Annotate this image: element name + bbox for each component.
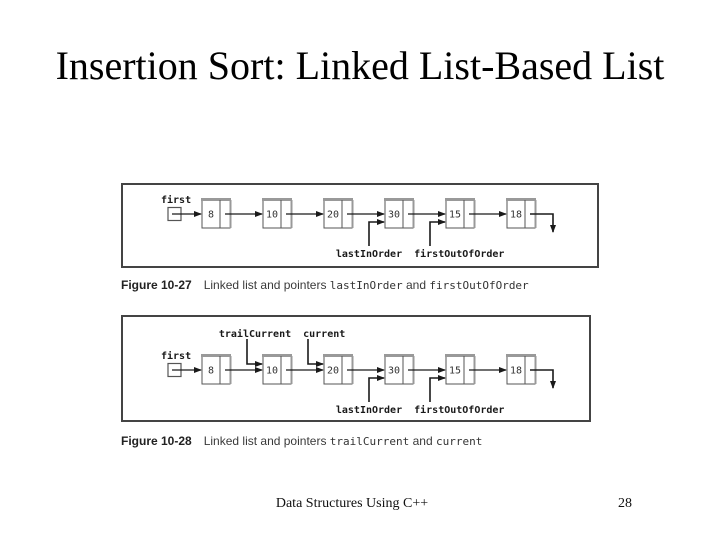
caption-part: and (409, 434, 436, 448)
node-value: 20 (327, 210, 339, 221)
pointer-label-lastInOrder: lastInOrder (336, 249, 402, 260)
pointer-arrow-trailCurrent (246, 339, 263, 367)
node-value: 15 (449, 366, 461, 377)
page-title: Insertion Sort: Linked List-Based List (55, 43, 665, 88)
head-pointer-label: first (161, 194, 191, 206)
linked-list-svg: 8 10 20 30 15 18 first lastInOrder firstOutOfOrd… (161, 194, 556, 260)
pointer-label-trailCurrent: trailCurrent (219, 328, 291, 340)
pointer-label-firstOutOfOrder: firstOutOfOrder (414, 404, 504, 416)
node-value: 20 (327, 366, 339, 377)
list-node: 18 (506, 354, 537, 385)
page-number: 28 (618, 496, 632, 511)
pointer-arrow-firstOutOfOrder (429, 375, 446, 402)
node-value: 10 (266, 210, 278, 221)
caption-part: lastInOrder (329, 279, 403, 292)
pointer-arrow-lastInOrder (368, 219, 385, 246)
figure-10-27-diagram: 8 10 20 30 15 18 first lastInOrder firstOutOfOrd… (121, 183, 599, 268)
end-null-arrow (530, 369, 556, 389)
figure-10-27-caption: Figure 10-27 Linked list and pointers las… (121, 278, 529, 292)
pointer-label-lastInOrder: lastInOrder (336, 405, 402, 416)
caption-part: current (435, 435, 483, 448)
pointer-arrow-firstOutOfOrder (429, 219, 446, 246)
footer-course-title: Data Structures Using C++ (275, 496, 429, 511)
node-value: 30 (388, 210, 400, 221)
pointer-label-firstOutOfOrder: firstOutOfOrder (414, 248, 504, 260)
list-node: 8 (201, 354, 232, 385)
caption-part: firstOutOfOrder (429, 279, 529, 292)
pointer-arrow-current (307, 339, 324, 367)
caption-part: Figure 10-28 (121, 434, 192, 448)
head-pointer-label: first (161, 350, 191, 362)
pointer-arrow-lastInOrder (368, 375, 385, 402)
caption-part: and (402, 278, 430, 292)
caption-part: Figure 10-27 (121, 278, 192, 292)
pointer-label-current: current (303, 329, 345, 340)
linked-list-svg: 8 10 20 30 15 18 first trailCurrent current lastI… (161, 328, 556, 416)
list-node: 30 (384, 354, 415, 385)
node-value: 8 (208, 366, 214, 377)
caption-part: trailCurrent (329, 435, 410, 448)
list-node: 15 (445, 354, 476, 385)
end-null-arrow (530, 213, 556, 233)
caption-part: Linked list and pointers (203, 278, 330, 292)
node-value: 10 (266, 366, 278, 377)
figure-10-28-diagram: 8 10 20 30 15 18 first trailCurrent current lastI… (121, 315, 591, 422)
node-value: 18 (510, 366, 522, 377)
node-value: 8 (208, 210, 214, 221)
figure-10-28-caption: Figure 10-28 Linked list and pointers tra… (121, 434, 482, 448)
node-value: 18 (510, 210, 522, 221)
caption-part: Linked list and pointers (203, 434, 330, 448)
node-value: 30 (388, 366, 400, 377)
node-value: 15 (449, 210, 461, 221)
